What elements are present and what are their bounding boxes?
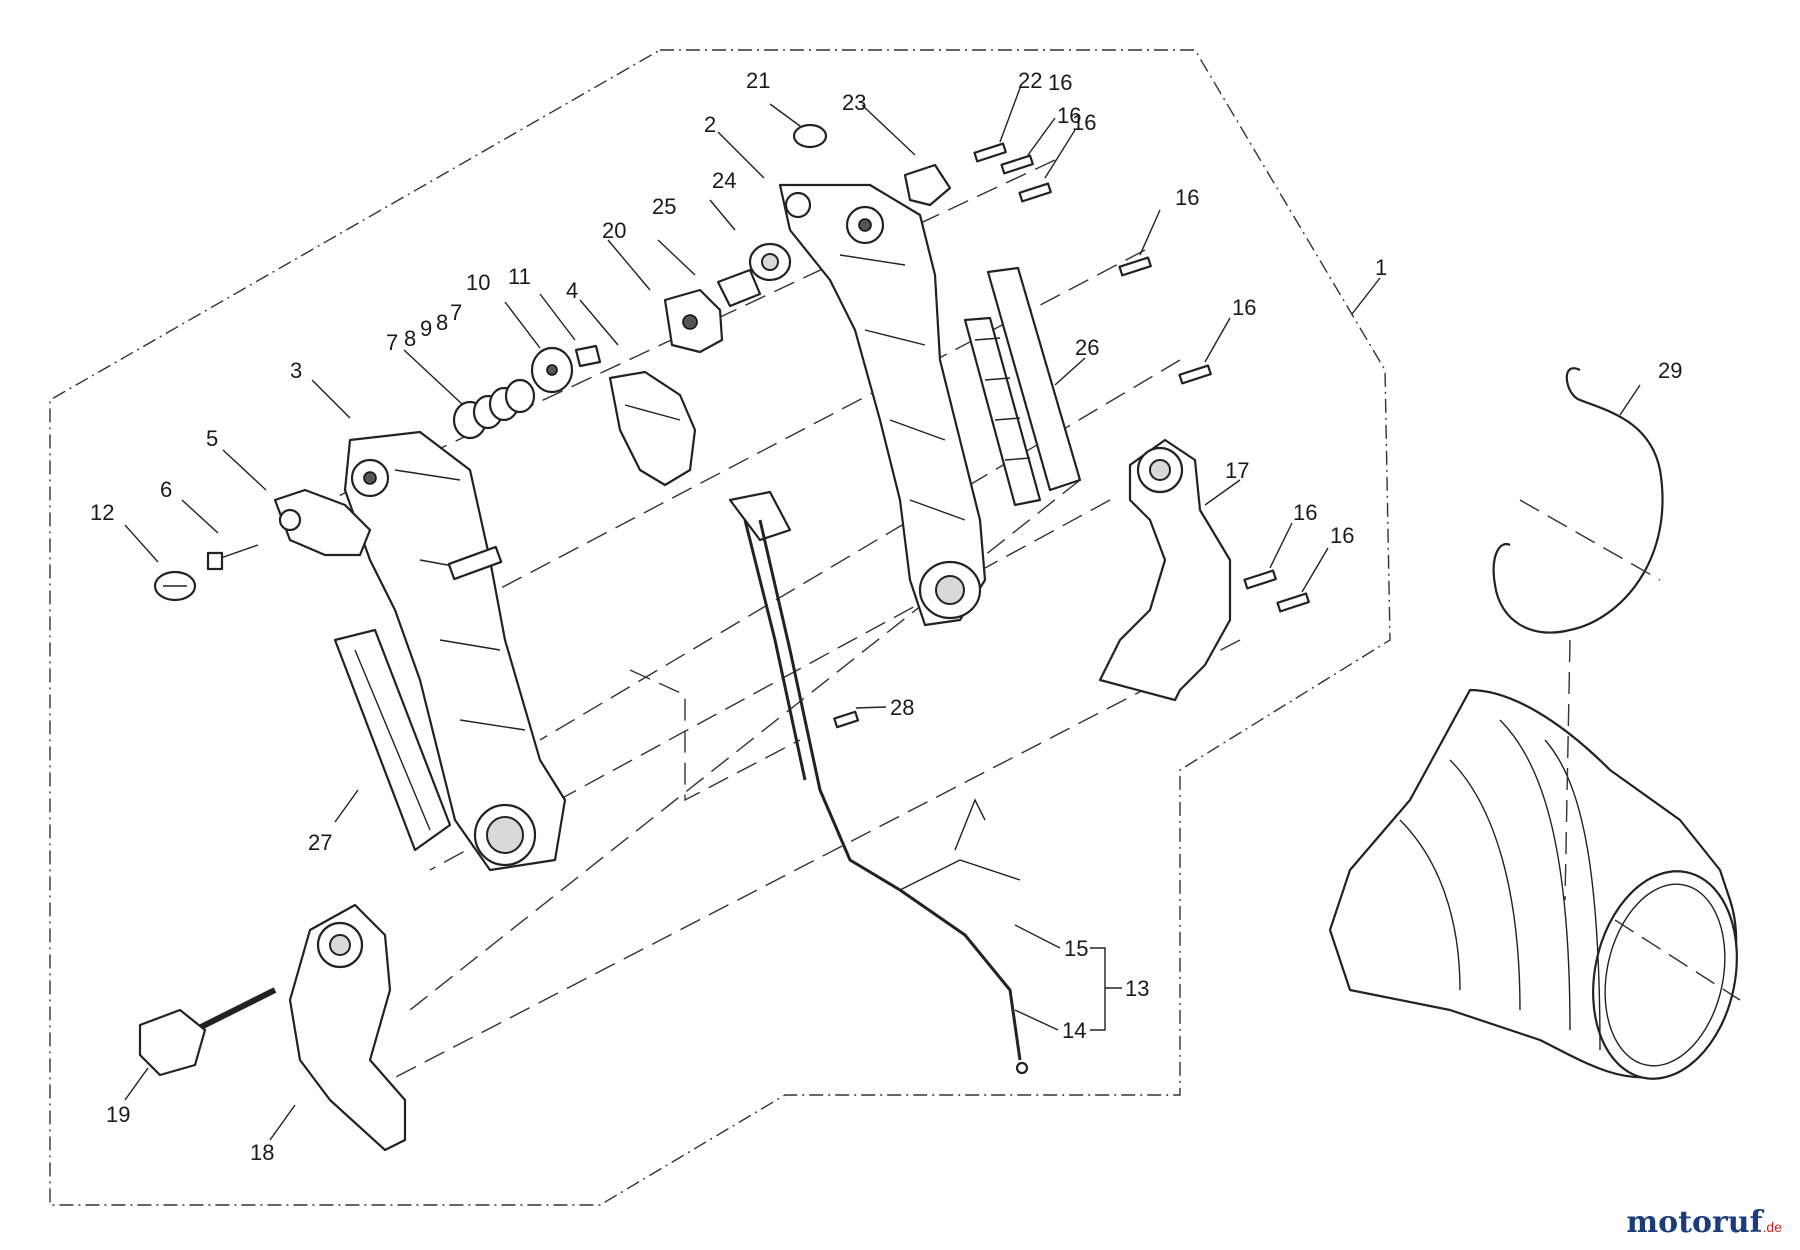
watermark-logo: motoruf.de xyxy=(1626,1205,1782,1240)
cover-strip xyxy=(963,266,1082,507)
callout-2: 2 xyxy=(704,112,716,137)
callout-13: 13 xyxy=(1125,976,1149,1001)
callout-17: 17 xyxy=(1225,458,1249,483)
callout-23: 23 xyxy=(842,90,866,115)
handle-half-right xyxy=(778,183,987,627)
clamp-knob xyxy=(138,987,277,1077)
callout-8a: 8 xyxy=(404,326,416,351)
handle-clamp-upper xyxy=(1098,438,1232,702)
throttle-cable-assembly xyxy=(728,490,1029,1075)
assembly-boundary xyxy=(49,49,1391,1206)
callout-6: 6 xyxy=(160,477,172,502)
callout-16c: 16 xyxy=(1175,185,1199,210)
callout-28: 28 xyxy=(890,695,914,720)
left-cover xyxy=(333,628,452,852)
callout-12: 12 xyxy=(90,500,114,525)
callout-labels: 1 2 3 4 5 6 7 8 9 8 7 10 11 12 13 14 15 … xyxy=(90,68,1682,1165)
pivot-hardware xyxy=(153,488,372,602)
flex-hose xyxy=(1328,639,1741,1080)
callout-4: 4 xyxy=(566,278,578,303)
callout-14: 14 xyxy=(1062,1018,1086,1043)
callout-29: 29 xyxy=(1658,358,1682,383)
callout-16d: 16 xyxy=(1232,295,1256,320)
callout-24: 24 xyxy=(712,168,736,193)
washer-stack xyxy=(452,344,602,440)
handle-half-left xyxy=(343,430,567,872)
callout-10: 10 xyxy=(466,270,490,295)
plug-and-collar xyxy=(792,123,952,207)
callout-16g: 16 xyxy=(1057,103,1081,128)
callout-16a: 16 xyxy=(1048,70,1072,95)
callout-7a: 7 xyxy=(386,330,398,355)
hose-wire-clip xyxy=(1492,367,1664,634)
callout-11: 11 xyxy=(508,264,531,289)
callout-18: 18 xyxy=(250,1140,274,1165)
leader-lines xyxy=(124,87,1641,1141)
callout-9: 9 xyxy=(420,316,432,341)
callout-25: 25 xyxy=(652,194,676,219)
throttle-trigger xyxy=(608,370,697,487)
callout-22: 22 xyxy=(1018,68,1042,93)
callout-19: 19 xyxy=(106,1102,130,1127)
callout-27: 27 xyxy=(308,830,332,855)
callout-16e: 16 xyxy=(1293,500,1317,525)
callout-1: 1 xyxy=(1375,255,1387,280)
callout-5: 5 xyxy=(206,426,218,451)
callout-16b: 16 xyxy=(1072,110,1096,135)
callout-15: 15 xyxy=(1064,936,1088,961)
stop-switch xyxy=(663,242,792,354)
callout-8b: 8 xyxy=(436,310,448,335)
watermark-tld: .de xyxy=(1762,1219,1782,1235)
callout-20: 20 xyxy=(602,218,626,243)
callout-21: 21 xyxy=(746,68,770,93)
callout-3: 3 xyxy=(290,358,302,383)
screws xyxy=(833,142,1310,729)
callout-26: 26 xyxy=(1075,335,1099,360)
callout-7b: 7 xyxy=(450,300,462,325)
callout-16f: 16 xyxy=(1330,523,1354,548)
watermark-main: motoruf xyxy=(1626,1205,1763,1240)
handle-clamp-lower xyxy=(288,903,407,1152)
